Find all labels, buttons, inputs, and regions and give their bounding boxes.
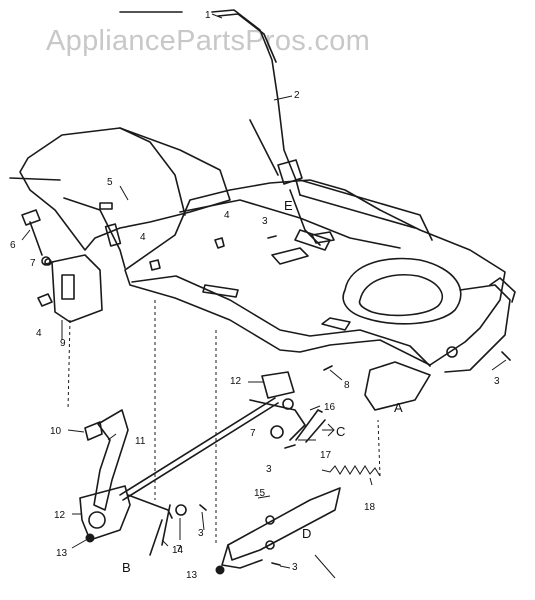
callout-15: 15	[254, 488, 266, 499]
callout-6: 6	[10, 240, 16, 251]
pedal-assembly	[79, 409, 131, 543]
callout-3: 3	[292, 562, 298, 573]
spring	[321, 419, 381, 477]
callout-5: 5	[107, 177, 113, 188]
callout-14: 14	[172, 545, 184, 556]
callout-12: 12	[230, 376, 242, 387]
callout-4: 4	[140, 232, 146, 243]
lift-lever	[211, 9, 433, 251]
callout-3: 3	[266, 464, 272, 475]
cross-shaft	[119, 371, 326, 556]
callout-3: 3	[198, 528, 204, 539]
letter-b: B	[122, 560, 131, 575]
callout-13: 13	[186, 570, 198, 581]
callout-16: 16	[324, 402, 336, 413]
letter-c: C	[336, 424, 345, 439]
callout-7: 7	[250, 428, 256, 439]
left-bracket	[21, 209, 103, 411]
callout-3: 3	[494, 376, 500, 387]
frame-plate	[124, 179, 516, 411]
callout-13: 13	[56, 548, 68, 559]
callout-18: 18	[364, 502, 376, 513]
watermark: AppliancePartsPros.com	[46, 25, 370, 57]
callout-4: 4	[36, 328, 42, 339]
callout-7: 7	[176, 544, 182, 555]
callout-9: 9	[60, 338, 66, 349]
callouts: 1 2 3 3 3 3 3 4 4 4 5 6 7 7 7 8 9 10 11 …	[10, 10, 500, 581]
fender-body	[9, 11, 231, 269]
callout-17: 17	[320, 450, 332, 461]
bottom-bracket	[154, 300, 341, 579]
callout-10: 10	[50, 426, 62, 437]
callout-8: 8	[344, 380, 350, 391]
letter-e: E	[284, 198, 293, 213]
callout-1: 1	[205, 10, 211, 21]
leader-lines	[21, 13, 507, 569]
callout-11: 11	[135, 436, 146, 447]
callout-4: 4	[224, 210, 230, 221]
callout-2: 2	[294, 90, 300, 101]
letter-d: D	[302, 526, 311, 541]
letter-a: A	[394, 400, 403, 415]
callout-3: 3	[262, 216, 268, 227]
callout-12: 12	[54, 510, 66, 521]
hardware	[44, 235, 511, 566]
reference-letters: A B C D E	[122, 198, 403, 575]
callout-7: 7	[30, 258, 36, 269]
